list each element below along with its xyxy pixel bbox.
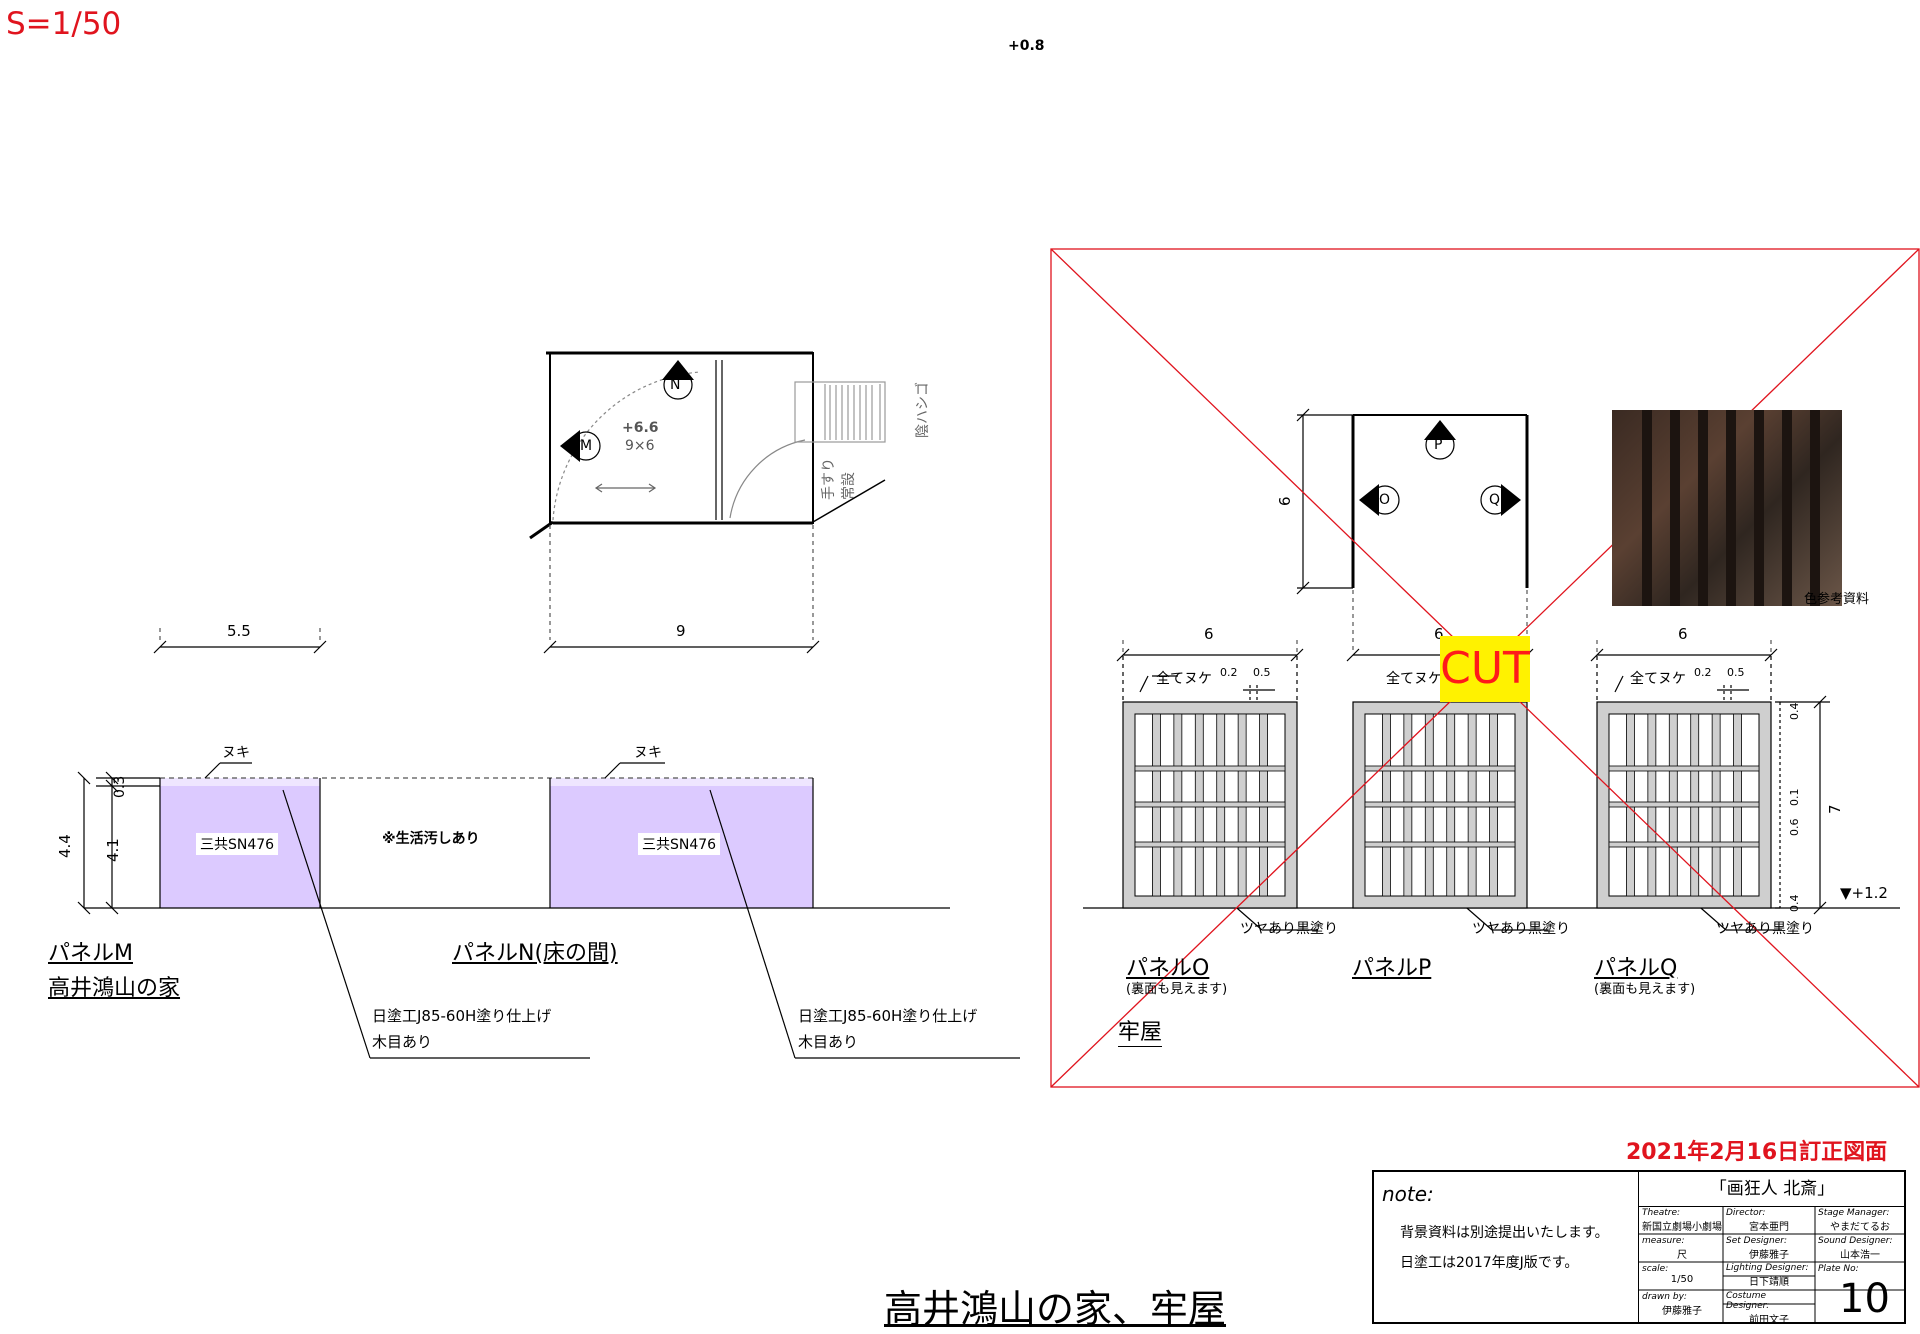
panel-o-finish: ツヤあり黒塗り bbox=[1240, 921, 1338, 937]
lattice-bar-horizontal bbox=[1608, 801, 1760, 808]
cut-label: CUT bbox=[1440, 636, 1530, 702]
plate-number: 10 bbox=[1839, 1276, 1890, 1322]
panel-q-dim-top: 0.4 bbox=[1788, 702, 1801, 721]
panel-n-name: パネルN(床の間) bbox=[452, 941, 618, 966]
cell-depth-dim: 6 bbox=[1276, 496, 1294, 506]
panel-q-dim-mid-b: 0.6 bbox=[1788, 818, 1801, 837]
panel-q-dim-bottom: 0.4 bbox=[1788, 894, 1801, 913]
revision-note: 2021年2月16日訂正図面 bbox=[1626, 1140, 1888, 1165]
plan-elevation: +6.6 bbox=[622, 420, 659, 436]
panel-n-dirt-note: ※生活汚しあり bbox=[382, 831, 480, 847]
costume-designer-cell: Costume Designer:前田文子 bbox=[1726, 1291, 1789, 1326]
panel-q-width-dim: 6 bbox=[1678, 625, 1688, 643]
title-block: note: 背景資料は別途提出いたします。 日塗工は2017年度J版です。 「画… bbox=[1372, 1170, 1906, 1326]
production-title: 「画狂人 北斎」 bbox=[1639, 1172, 1905, 1207]
lattice-bar-horizontal bbox=[1134, 841, 1286, 848]
lattice-bar-horizontal bbox=[1364, 765, 1516, 772]
panel-m-finish-2: 木目あり bbox=[372, 1033, 433, 1051]
cell-label: 牢屋 bbox=[1118, 1014, 1163, 1047]
measure-cell: measure:尺 bbox=[1642, 1236, 1687, 1261]
marker-m-label: M bbox=[580, 438, 593, 454]
panel-p-finish: ツヤあり黒塗り bbox=[1472, 921, 1570, 937]
panel-o-dim-a: 0.2 bbox=[1220, 666, 1238, 679]
panel-o-dim-b: 0.5 bbox=[1253, 666, 1271, 679]
stage-manager-cell: Stage Manager:やまだてるお bbox=[1818, 1208, 1890, 1233]
panel-o-sub: (裏面も見えます) bbox=[1126, 982, 1228, 997]
panel-p-name: パネルP bbox=[1352, 956, 1432, 981]
panel-m-height-total: 4.4 bbox=[56, 834, 74, 858]
marker-p-label: P bbox=[1434, 437, 1443, 453]
panel-m-width-dim: 5.5 bbox=[227, 622, 251, 640]
lattice-bar-horizontal bbox=[1134, 801, 1286, 808]
panel-n-finish-1: 日塗工J85-60H塗り仕上げ bbox=[798, 1007, 978, 1025]
panel-o-name: パネルO bbox=[1126, 956, 1210, 981]
panel-q-sub: (裏面も見えます) bbox=[1594, 982, 1696, 997]
panel-q-elevation: ▼+1.2 bbox=[1840, 884, 1888, 902]
panel-q-dim-b: 0.5 bbox=[1727, 666, 1745, 679]
marker-o-label: O bbox=[1379, 492, 1391, 508]
plate-no-cell: Plate No: bbox=[1818, 1264, 1859, 1274]
panel-q-height-dim: 7 bbox=[1826, 804, 1844, 814]
scale-label: S=1/50 bbox=[6, 6, 122, 42]
title-block-grid: 「画狂人 北斎」 Theatre:新国立劇場小劇場 Director:宮本亜門 … bbox=[1638, 1172, 1905, 1326]
panel-n-nuki: ヌキ bbox=[634, 745, 662, 761]
panel-q-finish: ツヤあり黒塗り bbox=[1716, 921, 1814, 937]
reference-photo bbox=[1612, 410, 1842, 606]
panel-q-dim-a: 0.2 bbox=[1694, 666, 1712, 679]
sound-designer-cell: Sound Designer:山本浩一 bbox=[1818, 1236, 1893, 1261]
panel-o-all-nuke: 全てヌケ bbox=[1156, 671, 1212, 687]
panel-m-finish-1: 日塗工J85-60H塗り仕上げ bbox=[372, 1007, 552, 1025]
scale-cell: scale:1/50 bbox=[1642, 1264, 1694, 1285]
set-designer-cell: Set Designer:伊藤雅子 bbox=[1726, 1236, 1789, 1261]
panel-m-subtitle: 高井鴻山の家 bbox=[48, 976, 181, 1001]
sheet-title: 高井鴻山の家、牢屋 bbox=[884, 1287, 1227, 1331]
marker-q-label: Q bbox=[1489, 492, 1501, 508]
lattice-bar-horizontal bbox=[1608, 765, 1760, 772]
lattice-bar-horizontal bbox=[1134, 765, 1286, 772]
panel-m-color-code: 三共SN476 bbox=[196, 833, 279, 855]
lattice-bar-horizontal bbox=[1364, 801, 1516, 808]
note-line-2: 日塗工は2017年度J版です。 bbox=[1400, 1255, 1579, 1271]
panel-m-name: パネルM bbox=[48, 941, 133, 966]
panel-m-height-top: 0.3 bbox=[112, 775, 128, 798]
panel-q-all-nuke: 全てヌケ bbox=[1630, 671, 1686, 687]
plan-size: 9×6 bbox=[625, 438, 655, 454]
title-block-grid-lines bbox=[1639, 1206, 1905, 1322]
note-heading: note: bbox=[1382, 1182, 1434, 1206]
marker-n-label: N bbox=[670, 377, 681, 393]
panel-q-dim-mid-a: 0.1 bbox=[1788, 788, 1801, 807]
theatre-cell: Theatre:新国立劇場小劇場 bbox=[1642, 1208, 1722, 1233]
director-cell: Director:宮本亜門 bbox=[1726, 1208, 1789, 1233]
panel-o-width-dim: 6 bbox=[1204, 625, 1214, 643]
rail-label-2: 常設 bbox=[841, 472, 857, 500]
top-elevation: +0.8 bbox=[1008, 38, 1045, 54]
lattice-bar-horizontal bbox=[1364, 841, 1516, 848]
panel-m-nuki: ヌキ bbox=[222, 745, 250, 761]
panel-m-height-body: 4.1 bbox=[104, 838, 122, 862]
panel-n-finish-2: 木目あり bbox=[798, 1033, 859, 1051]
lattice-bar-horizontal bbox=[1608, 841, 1760, 848]
panel-q-name: パネルQ bbox=[1594, 956, 1678, 981]
rail-label-1: 手すり bbox=[821, 458, 837, 500]
lighting-designer-cell: Lighting Designer:日下靖順 bbox=[1726, 1263, 1809, 1288]
reference-caption: 色参考資料 bbox=[1804, 592, 1870, 607]
ladder-label: 陰ハシゴ bbox=[915, 382, 931, 438]
panel-n-color-code: 三共SN476 bbox=[638, 833, 721, 855]
panel-p-width-dim: 6 bbox=[1434, 625, 1444, 643]
note-line-1: 背景資料は別途提出いたします。 bbox=[1400, 1225, 1609, 1241]
panel-p-all-nuke: 全てヌケ bbox=[1386, 671, 1442, 687]
drawn-by-cell: drawn by:伊藤雅子 bbox=[1642, 1292, 1702, 1317]
panel-n-width-dim: 9 bbox=[676, 622, 686, 640]
